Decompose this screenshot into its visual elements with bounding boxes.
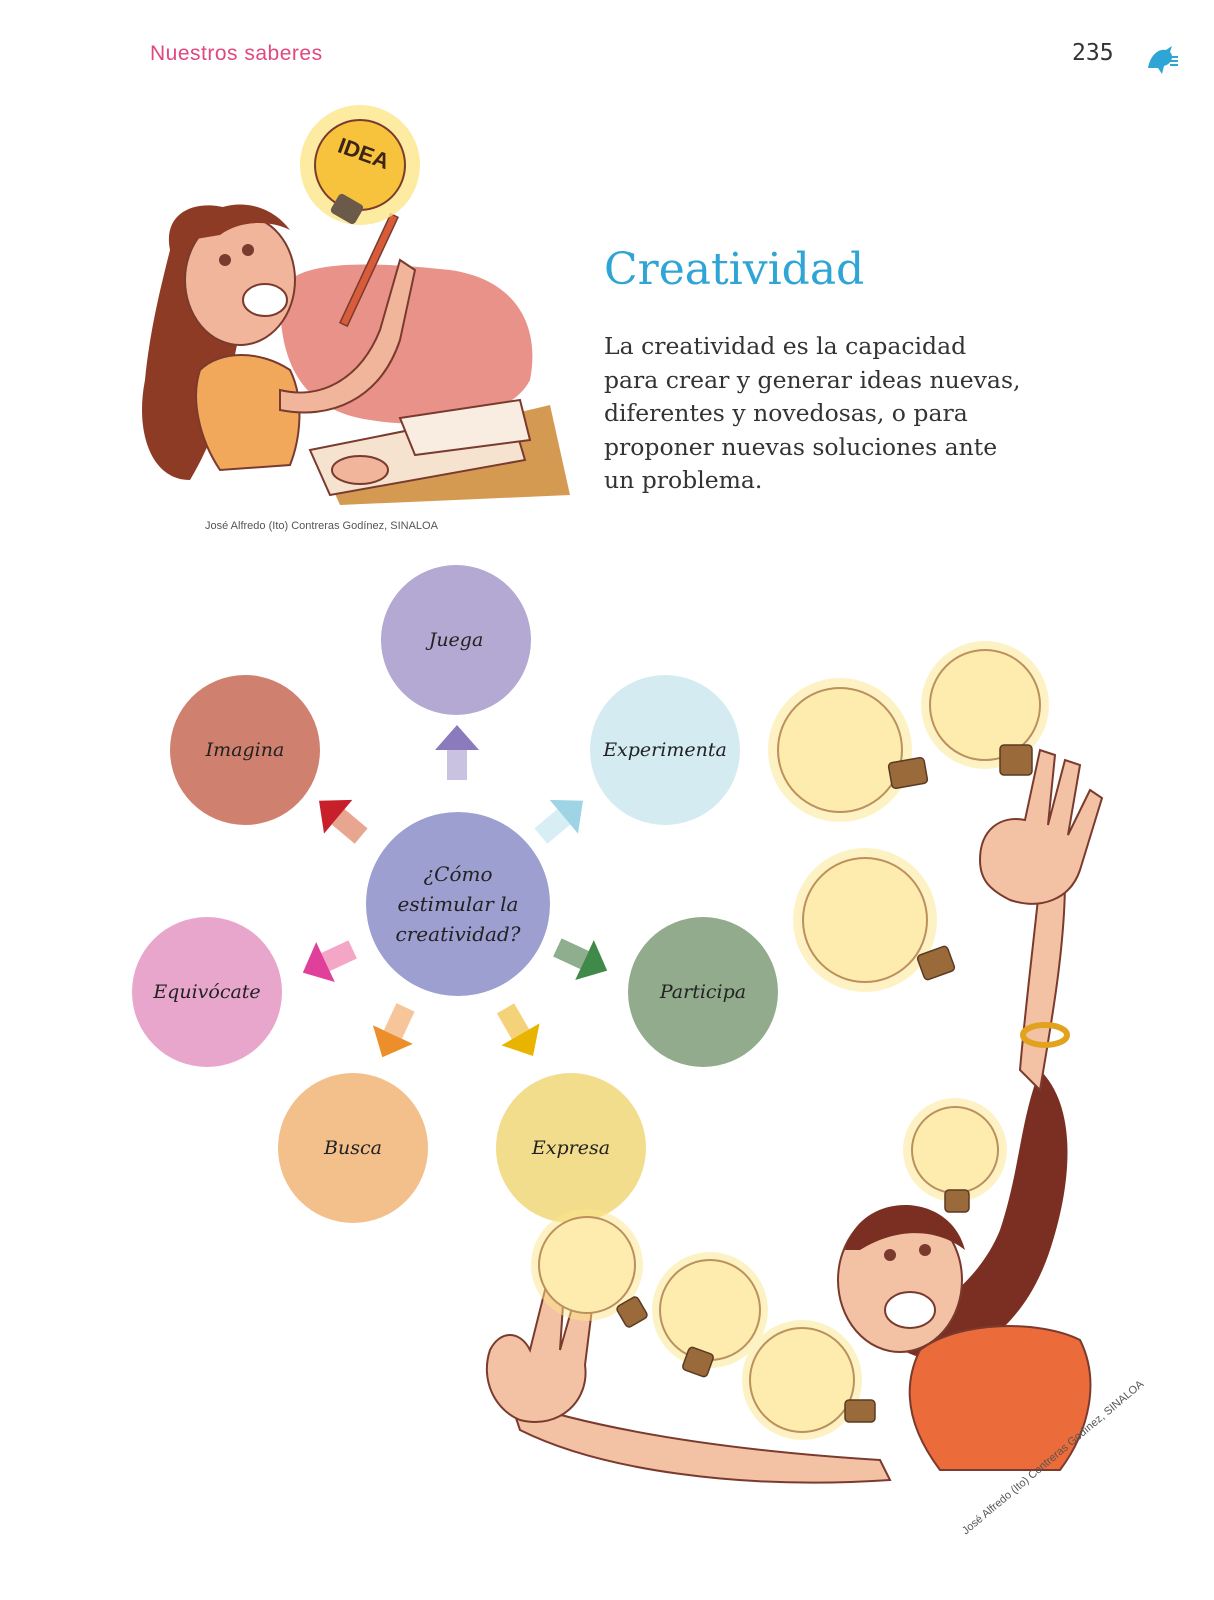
node-experimenta: Experimenta xyxy=(590,675,740,825)
node-equivocate-label: Equivócate xyxy=(153,981,261,1003)
node-juega: Juega xyxy=(381,565,531,715)
arrow-juega xyxy=(435,725,479,780)
arrow-expresa xyxy=(496,1003,540,1056)
center-question: ¿Cómo estimular la creatividad? xyxy=(366,812,550,996)
node-experimenta-label: Experimenta xyxy=(603,739,727,761)
definition-paragraph: La creatividad es la capacidad para crea… xyxy=(604,332,1021,494)
arrow-participa xyxy=(553,938,608,981)
arrow-equivocate xyxy=(302,940,357,983)
girl-lightbulbs-illustration xyxy=(485,641,1104,1484)
node-expresa: Expresa xyxy=(496,1073,646,1223)
top-illustration-credit: José Alfredo (Ito) Contreras Godínez, SI… xyxy=(205,520,438,532)
section-title: Nuestros saberes xyxy=(150,42,323,65)
node-participa-label: Participa xyxy=(659,981,747,1003)
main-title: Creatividad xyxy=(604,244,865,295)
node-equivocate: Equivócate xyxy=(132,917,282,1067)
bird-logo-icon xyxy=(1148,46,1178,74)
node-imagina: Imagina xyxy=(170,675,320,825)
arrow-imagina xyxy=(319,799,368,844)
node-imagina-label: Imagina xyxy=(205,739,285,761)
center-question-label: ¿Cómo estimular la creatividad? xyxy=(395,862,521,946)
arrow-experimenta xyxy=(534,799,583,844)
node-expresa-label: Expresa xyxy=(531,1137,611,1159)
arrow-busca xyxy=(372,1003,415,1058)
node-participa: Participa xyxy=(628,917,778,1067)
node-busca-label: Busca xyxy=(324,1137,382,1159)
page-number: 235 xyxy=(1072,40,1114,66)
node-juega-label: Juega xyxy=(428,629,484,651)
node-busca: Busca xyxy=(278,1073,428,1223)
girl-idea-illustration: IDEA xyxy=(142,105,570,505)
